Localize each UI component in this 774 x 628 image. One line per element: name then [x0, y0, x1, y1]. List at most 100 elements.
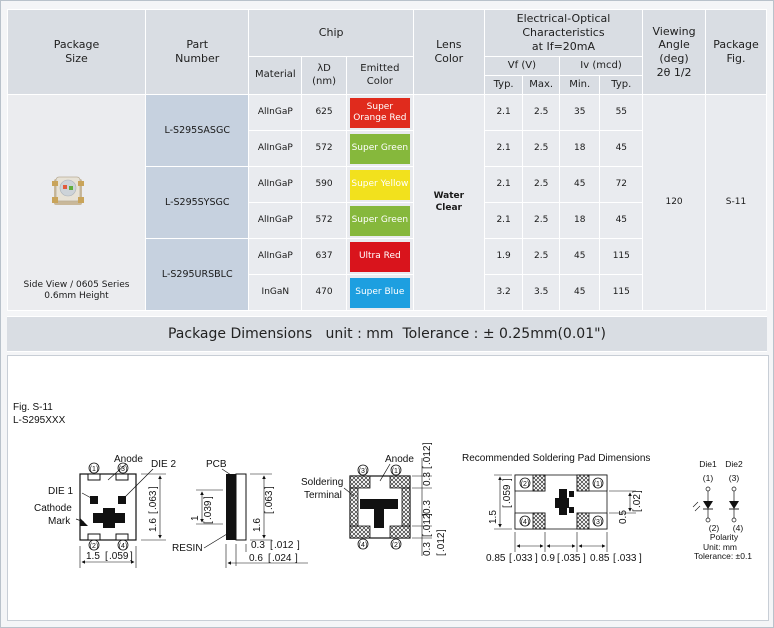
wavelength: 572: [301, 130, 347, 167]
side-resin-label: RESIN: [172, 543, 203, 554]
bottom-d-top-bracket-r: ]: [422, 442, 433, 445]
color-swatch: Super Green: [349, 133, 410, 164]
bottom-d-bot-in: .012: [436, 532, 447, 552]
header-material: Material: [248, 56, 303, 95]
bottom-soldering-label-1: Soldering: [301, 477, 343, 488]
side-h2: 1.6: [252, 518, 263, 532]
iv-min: 18: [558, 202, 601, 239]
pad-h-in: .059: [502, 484, 513, 504]
top-height-bracket-l: [: [148, 511, 159, 514]
pad-w2: 0.9: [541, 553, 555, 564]
iv-min: 45: [558, 166, 601, 203]
vf-typ: 2.1: [483, 130, 524, 167]
iv-min: 45: [558, 274, 601, 311]
circuit-polarity: Polarity: [710, 532, 739, 542]
side-t-bracket-l: [: [270, 540, 273, 551]
part-number: L-S295SASGC: [144, 94, 250, 167]
material: AlInGaP: [248, 238, 303, 275]
pad-w1-bracket-l: [: [509, 553, 512, 564]
header-wavelength: λD(nm): [301, 56, 347, 95]
top-cathode-label-1: Cathode: [34, 503, 72, 514]
side-t-in: .012: [274, 540, 294, 551]
material: AlInGaP: [248, 130, 303, 167]
dimensions-title-unit: unit : mm Tolerance : ± 0.25mm(0.01"): [325, 326, 607, 342]
material: AlInGaP: [248, 166, 303, 203]
top-width-bracket-l: [: [105, 551, 108, 562]
color-swatch: Super Green: [349, 205, 410, 236]
top-height: 1.6: [148, 518, 159, 532]
iv-typ: 45: [599, 130, 644, 167]
pad-w1: 0.85: [486, 553, 506, 564]
pad-h-bracket-r: ]: [502, 478, 513, 481]
vf-typ: 1.9: [483, 238, 524, 275]
bottom-pin4: (4): [359, 542, 368, 549]
pad-w2-in: .035: [561, 553, 581, 564]
header-vf-max: Max.: [522, 75, 560, 95]
pad-h: 1.5: [488, 510, 499, 524]
top-width-in: .059: [109, 551, 129, 562]
bottom-d-bot-bracket-r: ]: [436, 529, 447, 532]
table-row: InGaN 470 Super Blue 3.2 3.5 45 115: [8, 274, 767, 311]
iv-min: 35: [558, 94, 601, 131]
circuit-tolerance: Tolerance: ±0.1: [694, 551, 752, 561]
side-h1-bracket-r: ]: [203, 496, 214, 499]
pad-gap-bracket-l: [: [632, 509, 643, 512]
bottom-d-mid-in: .012: [422, 513, 433, 533]
dimension-drawing: Fig. S-11 L-S295XXX (1) (3) (2) (4) Anod…: [7, 355, 769, 621]
side-w-bracket-r: ]: [295, 553, 298, 564]
vf-max: 2.5: [522, 94, 560, 131]
table-row: AlInGaP 572 Super Green 2.1 2.5 18 45: [8, 130, 767, 167]
color-swatch: Super Yellow: [349, 169, 410, 200]
top-width: 1.5: [86, 551, 100, 562]
top-view: (1) (3) (2) (4) Anode DIE 2 DIE 1 Cathod…: [34, 454, 176, 568]
vf-max: 2.5: [522, 202, 560, 239]
wavelength: 637: [301, 238, 347, 275]
vf-max: 2.5: [522, 166, 560, 203]
pad-w1-bracket-r: ]: [535, 553, 538, 564]
pad-gap: 0.5: [618, 510, 629, 524]
iv-typ: 115: [599, 274, 644, 311]
bottom-soldering-label-2: Terminal: [304, 490, 342, 501]
side-h2-bracket-r: ]: [264, 486, 275, 489]
polarity-circuit: Die1 Die2 (1) (3) (2) (4) Polarity Unit:…: [692, 459, 752, 561]
wavelength: 625: [301, 94, 347, 131]
side-w-in: .024: [272, 553, 292, 564]
pad-w1-in: .033: [513, 553, 533, 564]
emitted-color: Super Blue: [345, 274, 414, 311]
bottom-view: (3) (1) (4) (2) Anode Soldering Terminal…: [301, 442, 447, 556]
header-iv-typ: Typ.: [599, 75, 644, 95]
wavelength: 572: [301, 202, 347, 239]
material: AlInGaP: [248, 202, 303, 239]
circuit-pin3: (3): [729, 473, 740, 483]
iv-min: 45: [558, 238, 601, 275]
pad-gap-in: .02: [632, 494, 643, 508]
dimension-drawing-svg: Fig. S-11 L-S295XXX (1) (3) (2) (4) Anod…: [13, 402, 752, 568]
color-swatch: Ultra Red: [349, 241, 410, 272]
header-iv-min: Min.: [558, 75, 601, 95]
bottom-d-top-bracket-l: [: [422, 466, 433, 469]
top-cathode-label-2: Mark: [48, 516, 71, 527]
bottom-pin3: (3): [359, 468, 368, 475]
pad-pin4: (4): [521, 519, 530, 526]
top-pin3: (3): [119, 466, 128, 473]
package-fig: S-11: [705, 94, 767, 311]
viewing-angle: 120: [642, 94, 707, 311]
material: InGaN: [248, 274, 303, 311]
side-h1-in: .039: [203, 500, 214, 520]
emitted-color: Super Green: [345, 202, 414, 239]
vf-typ: 2.1: [483, 202, 524, 239]
bottom-d-mid-bracket-l: [: [422, 534, 433, 537]
top-height-bracket-r: ]: [148, 486, 159, 489]
header-iv: Iv (mcd): [558, 56, 644, 76]
table-row: AlInGaP 572 Super Green 2.1 2.5 18 45: [8, 202, 767, 239]
circuit-die1: Die1: [699, 459, 717, 469]
pad-w3-bracket-l: [: [613, 553, 616, 564]
